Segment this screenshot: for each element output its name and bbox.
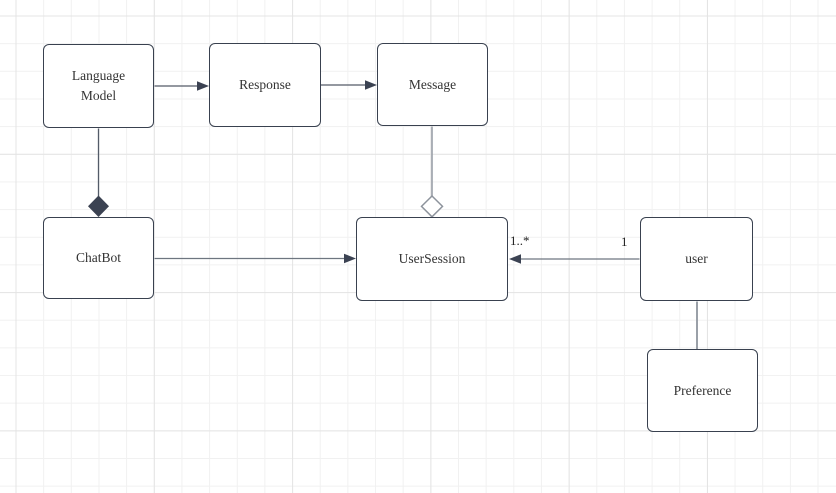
node-chatbot[interactable]: ChatBot — [43, 217, 154, 299]
node-language-model[interactable]: Language Model — [43, 44, 154, 128]
edge-response-message[interactable] — [321, 80, 377, 90]
node-preference-label: Preference — [673, 382, 732, 398]
node-chatbot-label: ChatBot — [75, 250, 121, 266]
node-user-session-label: UserSession — [398, 251, 466, 267]
arrowhead-icon — [344, 253, 356, 264]
node-message-label: Message — [408, 76, 457, 92]
node-message[interactable]: Message — [377, 43, 488, 126]
composition-diamond-icon — [88, 195, 109, 217]
arrowhead-icon — [365, 80, 377, 90]
node-user[interactable]: user — [640, 217, 753, 301]
arrowhead-icon — [197, 81, 209, 91]
edge-user-usersession[interactable] — [509, 254, 640, 264]
edge-chatbot-usersession[interactable] — [154, 253, 357, 264]
aggregation-diamond-icon — [420, 194, 444, 218]
node-user-session[interactable]: UserSession — [356, 217, 508, 301]
node-response-label: Response — [239, 77, 291, 93]
edge-message-usersession[interactable] — [420, 126, 444, 218]
node-user-label: user — [685, 251, 708, 267]
edge-languagemodel-response[interactable] — [154, 81, 210, 91]
multiplicity-label-source[interactable]: 1 — [621, 234, 628, 249]
multiplicity-label-target[interactable]: 1..* — [510, 233, 530, 248]
node-language-model-label: Language Model — [71, 68, 126, 103]
node-preference[interactable]: Preference — [647, 349, 758, 432]
arrowhead-icon — [509, 254, 521, 264]
edge-languagemodel-chatbot[interactable] — [88, 128, 109, 218]
node-response[interactable]: Response — [209, 43, 321, 127]
